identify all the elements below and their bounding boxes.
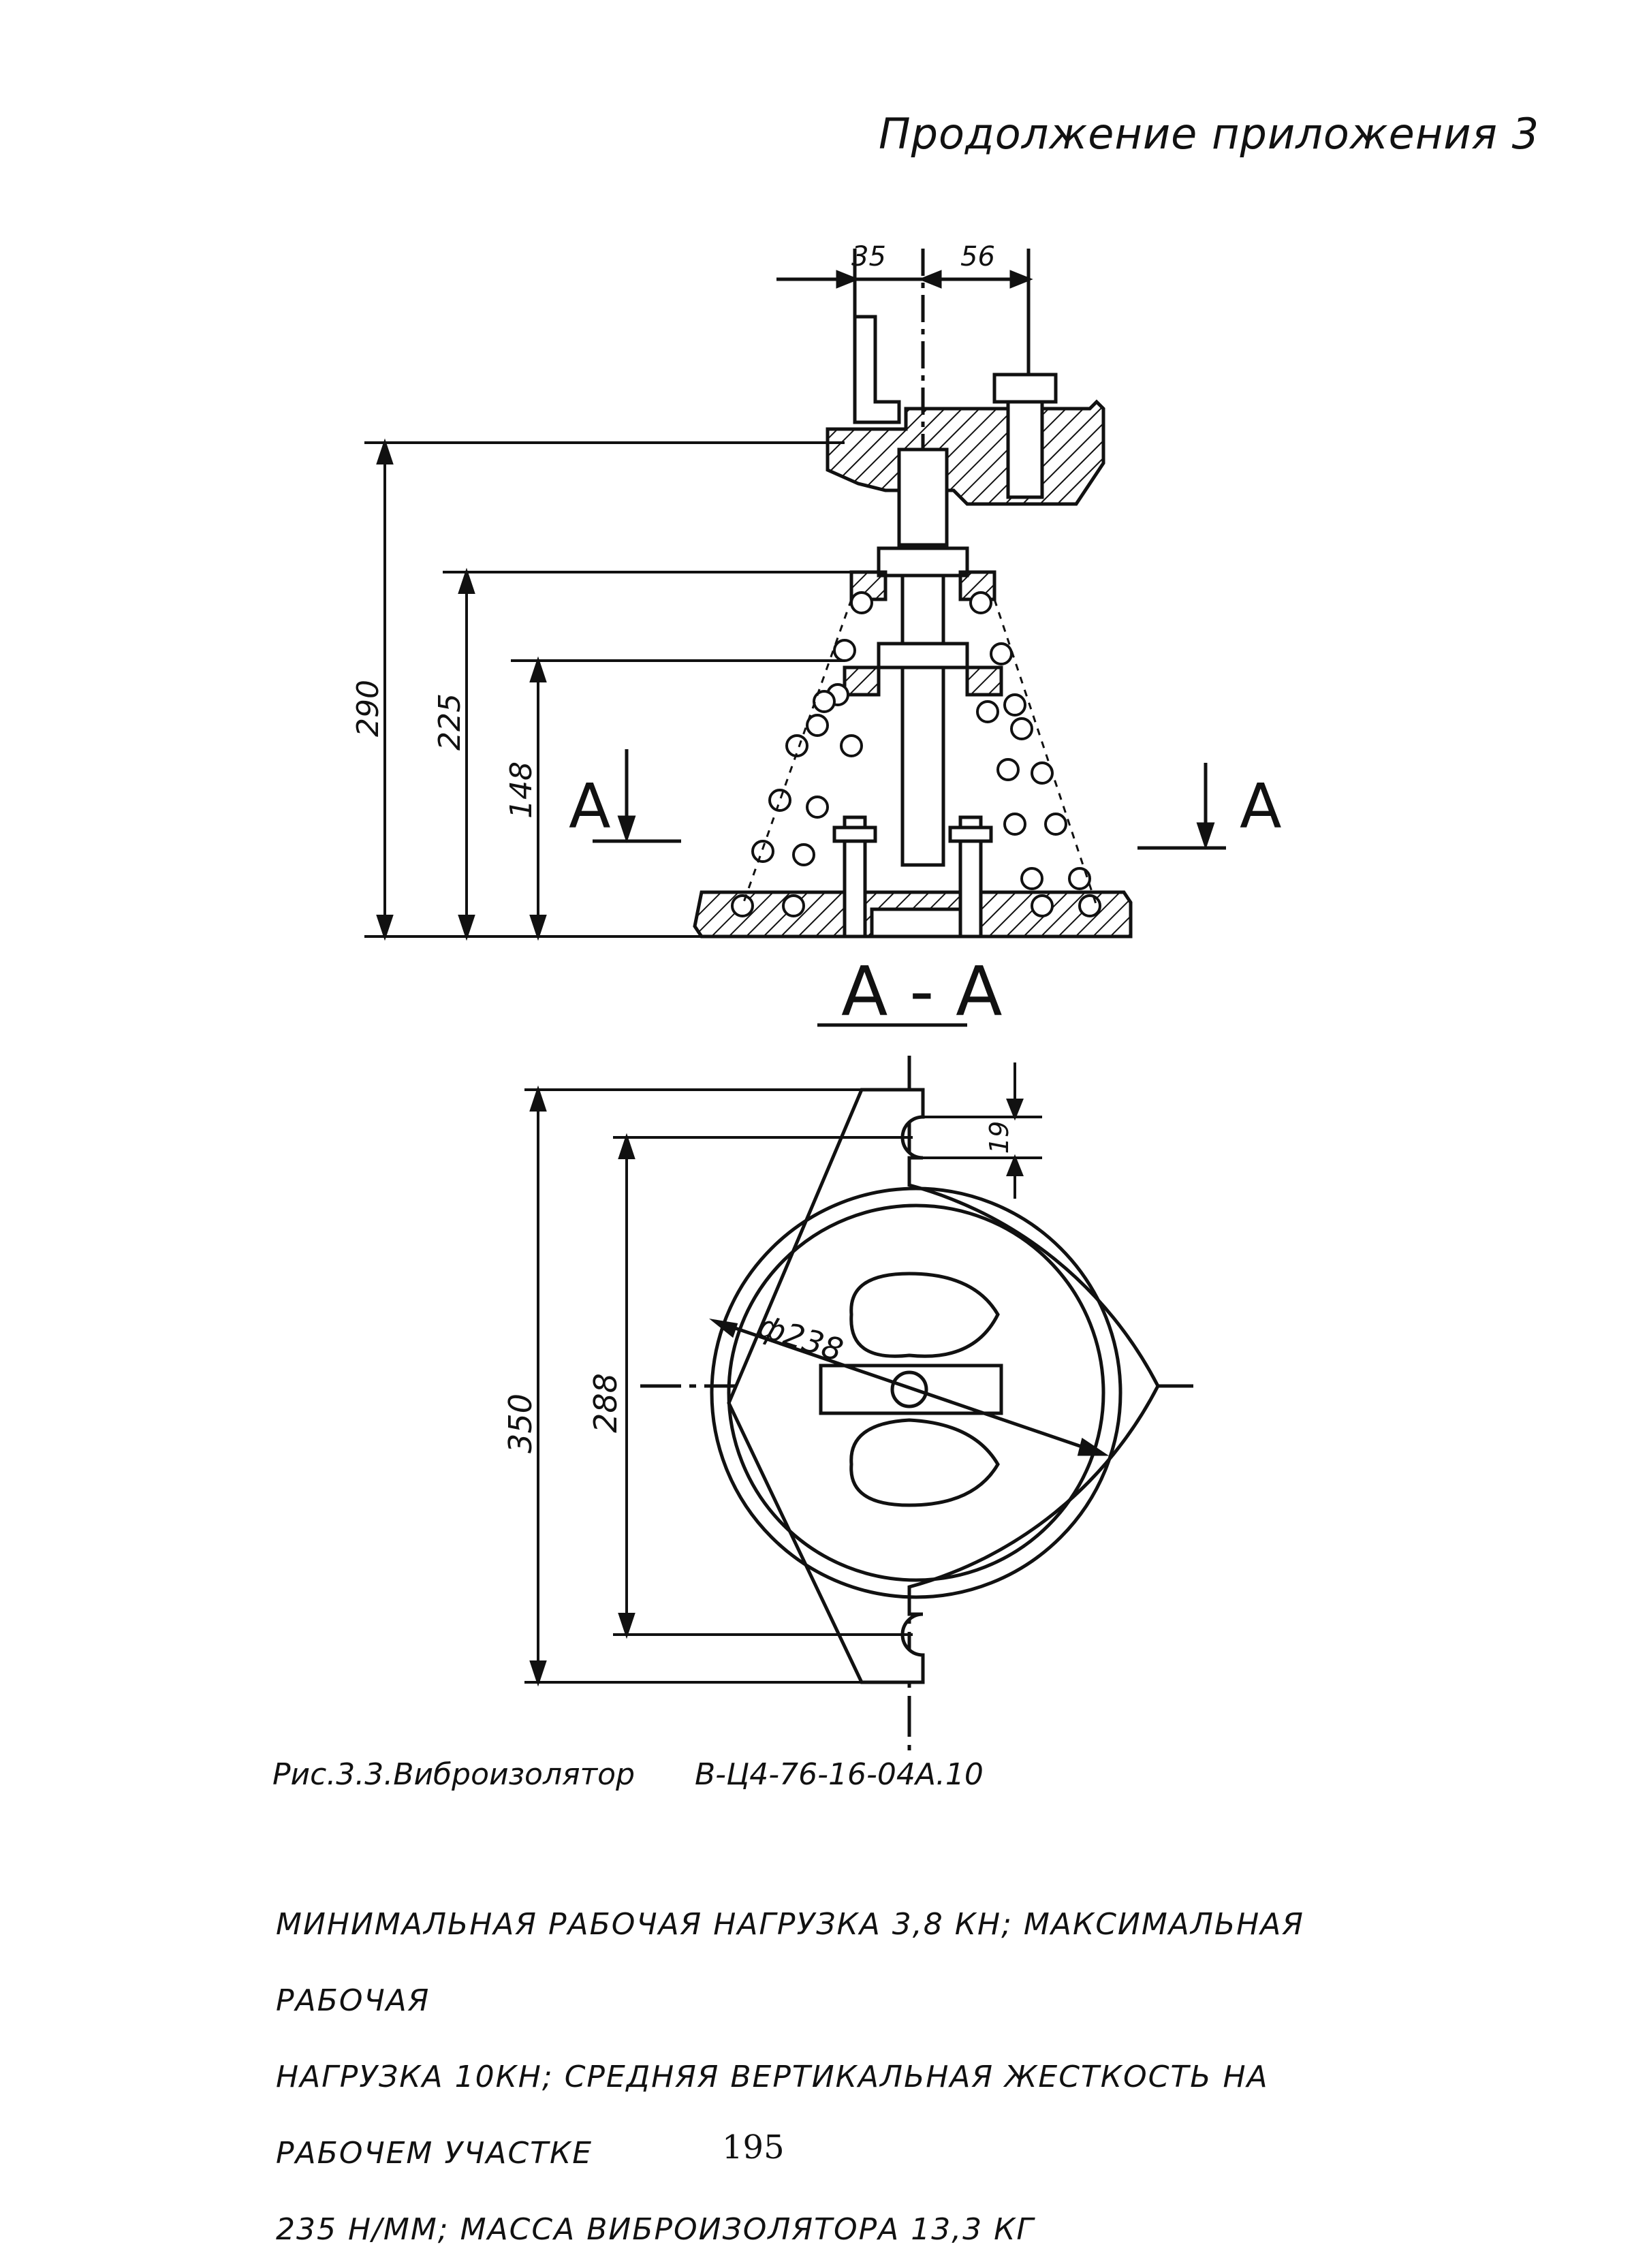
dim-290: 290 bbox=[351, 680, 386, 737]
section-dimensions bbox=[524, 1062, 1042, 1687]
dim-35: 35 bbox=[851, 241, 886, 272]
height-dimensions bbox=[364, 438, 858, 941]
dim-225: 225 bbox=[433, 693, 467, 751]
dim-19: 19 bbox=[984, 1121, 1014, 1154]
figure-caption: Рис.3.3.Виброизолятор В-Ц4-76-16-04А.10 bbox=[272, 1757, 984, 1792]
dim-148: 148 bbox=[504, 761, 539, 819]
page-number: 195 bbox=[722, 2128, 785, 2167]
spec-line-1: Минимальная рабочая нагрузка 3,8 кН; мак… bbox=[276, 1907, 1304, 2018]
spring-coils bbox=[731, 591, 1101, 917]
technical-drawing: 290 225 148 35 56 A A A - A ф238 bbox=[351, 241, 1282, 1750]
section-view bbox=[640, 1056, 1199, 1750]
page-header: Продолжение приложения 3 bbox=[879, 109, 1540, 159]
section-mark-right: A bbox=[1240, 771, 1282, 842]
dim-350: 350 bbox=[502, 1393, 539, 1453]
figure-code: В-Ц4-76-16-04А.10 bbox=[695, 1757, 984, 1792]
dim-56: 56 bbox=[960, 241, 995, 272]
section-mark-lines bbox=[593, 749, 1226, 850]
specifications: Минимальная рабочая нагрузка 3,8 кН; мак… bbox=[276, 1887, 1393, 2268]
section-title: A - A bbox=[841, 951, 1002, 1031]
spec-line-3: 235 Н/мм; масса виброизолятора 13,3 кг bbox=[276, 2212, 1035, 2247]
dim-288: 288 bbox=[587, 1373, 624, 1433]
spec-line-2: нагрузка 10кН; средняя вертикальная жест… bbox=[276, 2060, 1269, 2171]
side-view bbox=[693, 249, 1133, 939]
section-mark-left: A bbox=[569, 771, 611, 842]
figure-title: Рис.3.3.Виброизолятор bbox=[272, 1757, 635, 1792]
